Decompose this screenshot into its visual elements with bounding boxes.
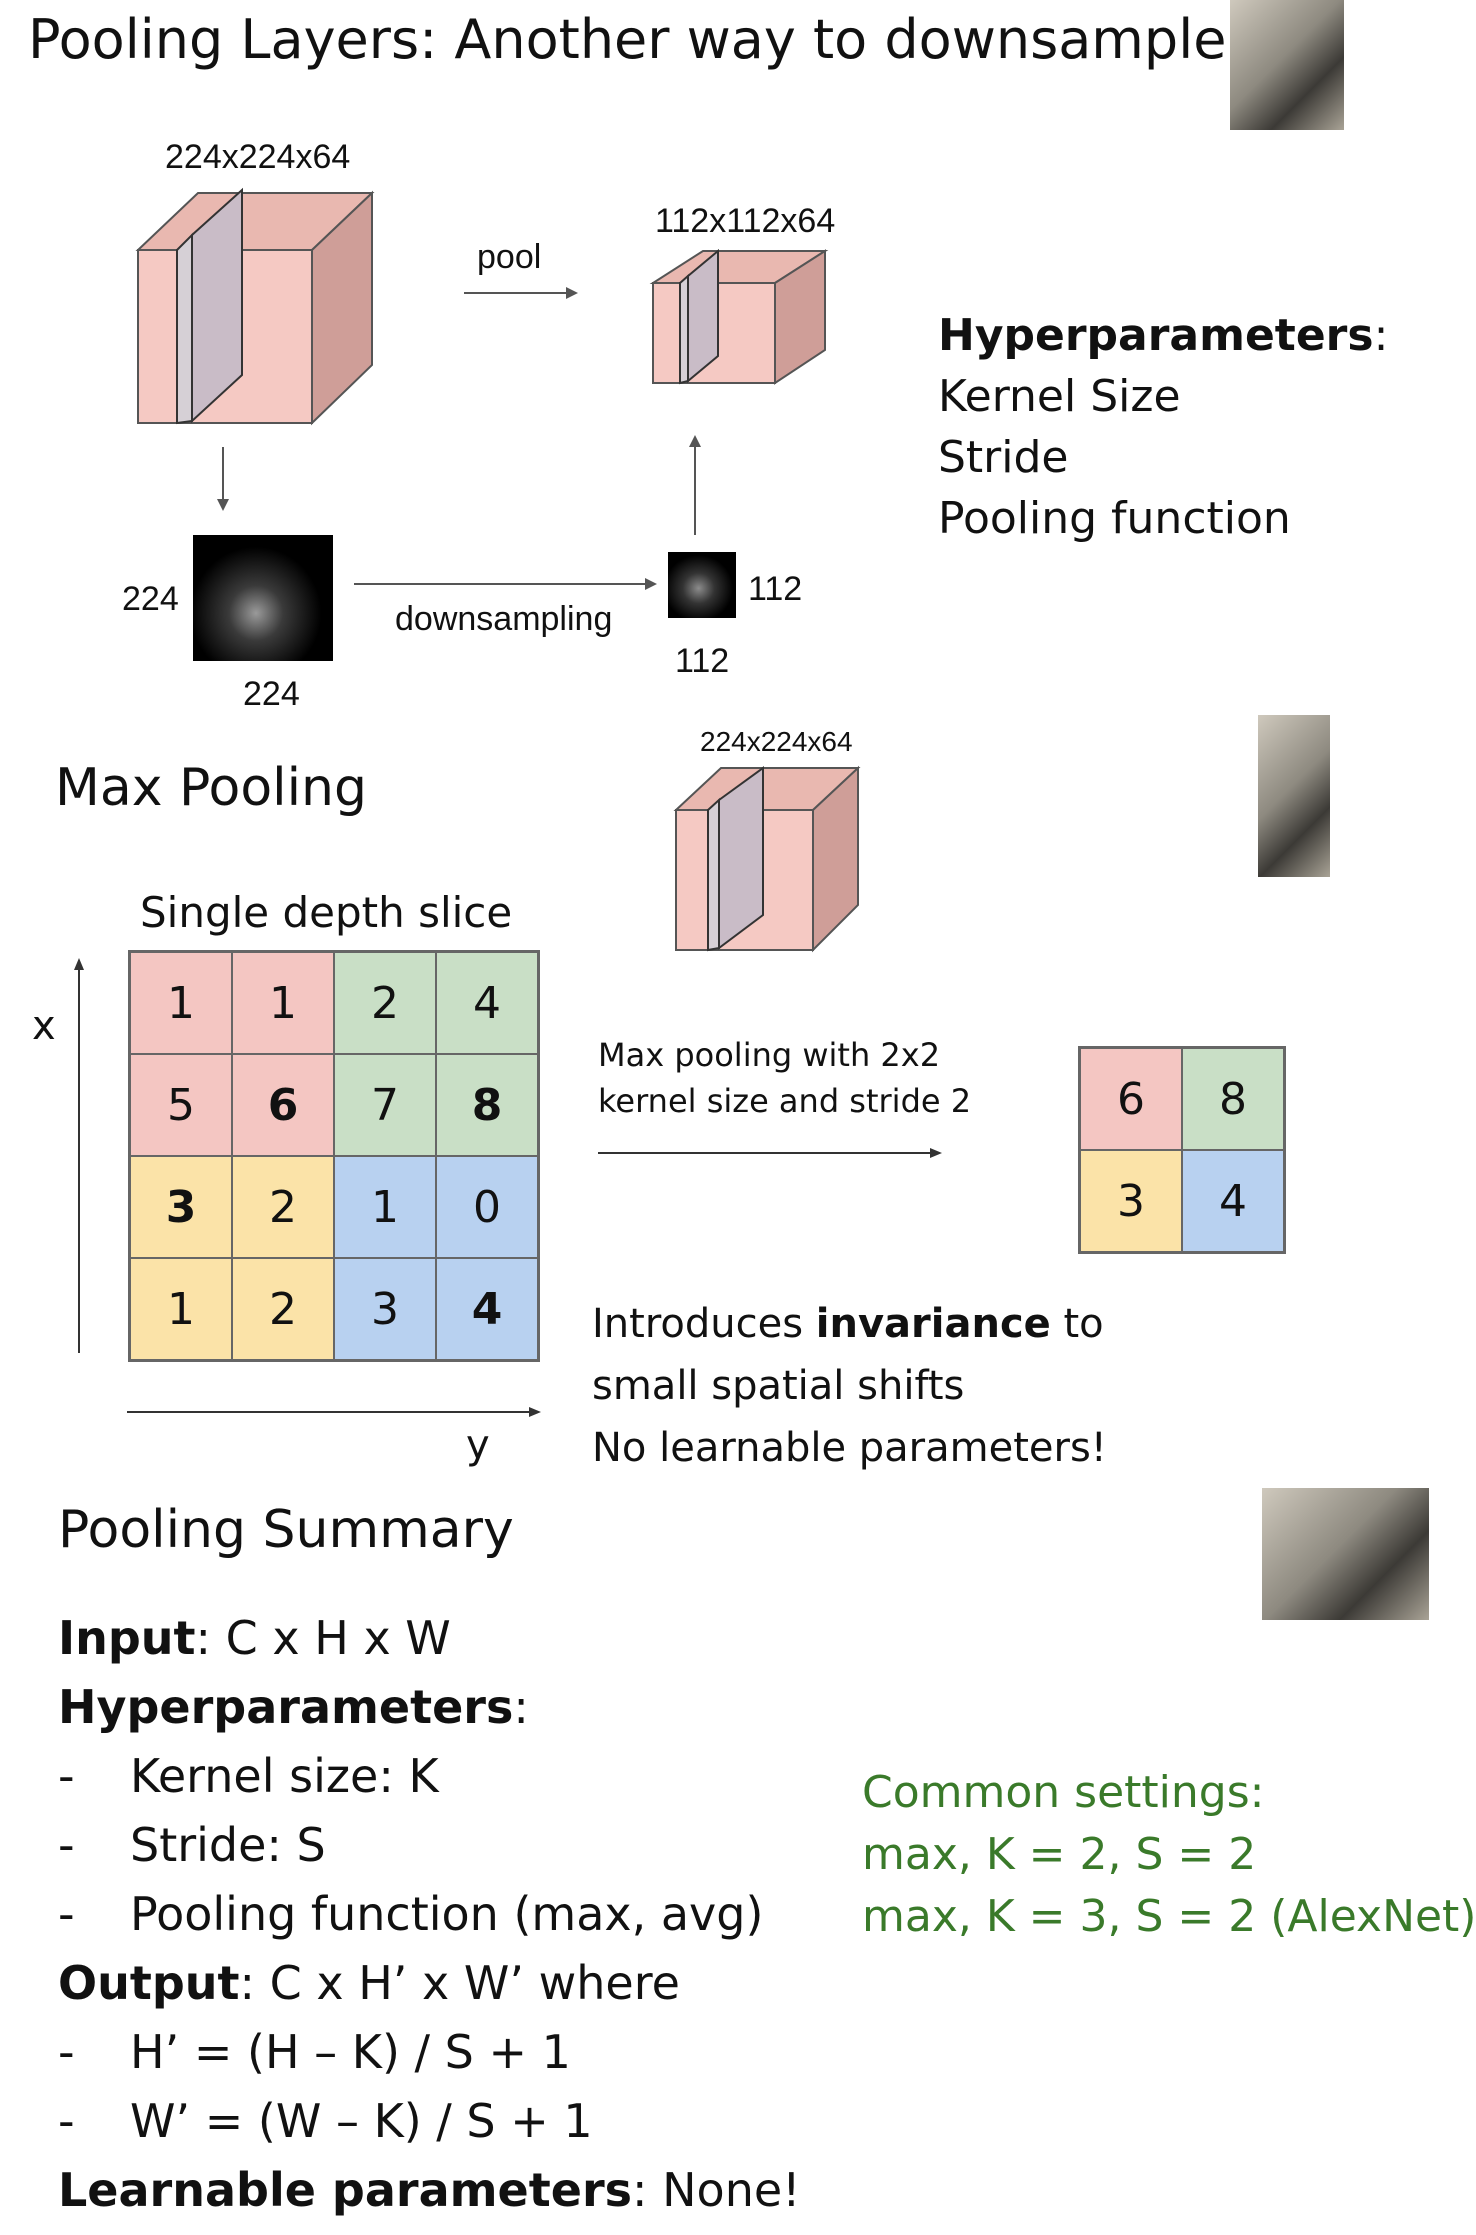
grid-cell: 4 — [436, 952, 538, 1054]
grid-cell: 2 — [334, 952, 436, 1054]
output-width-label: 112 — [675, 642, 730, 680]
input-volume-label: 224x224x64 — [165, 138, 351, 176]
common-setting-item: max, K = 2, S = 2 — [862, 1829, 1257, 1880]
output-height-label: 112 — [748, 570, 803, 608]
downsampling-arrow — [354, 578, 657, 590]
single-depth-slice-label: Single depth slice — [140, 888, 513, 937]
learnable-value: : None! — [632, 2163, 801, 2217]
output-formula: H’ = (H – K) / S + 1 — [130, 2025, 571, 2079]
hyperparameter-item: Pooling function — [938, 493, 1291, 544]
grid-cell-max: 3 — [130, 1156, 232, 1258]
input-feature-map-image — [193, 535, 333, 661]
output-feature-map-image — [668, 552, 736, 618]
y-axis-label: y — [466, 1422, 490, 1468]
hyperparameter-item: Kernel Size — [938, 371, 1181, 422]
input-value: : C x H x W — [195, 1611, 451, 1665]
slide1-title: Pooling Layers: Another way to downsampl… — [28, 8, 1227, 71]
speaker-video-thumbnail — [1262, 1488, 1429, 1620]
grid-cell: 2 — [232, 1258, 334, 1360]
x-axis-arrow — [74, 958, 84, 1353]
output-grid: 6 8 3 4 — [1078, 1046, 1286, 1254]
y-axis-arrow — [127, 1407, 541, 1417]
slice-cube-label: 224x224x64 — [700, 726, 853, 757]
pool-label: pool — [477, 238, 542, 276]
operation-line: Max pooling with 2x2 — [598, 1036, 941, 1074]
hyperparameters-heading: Hyperparameters — [58, 1680, 514, 1734]
learnable-heading: Learnable parameters — [58, 2163, 633, 2217]
output-volume-cube — [649, 248, 829, 385]
common-settings: Common settings: max, K = 2, S = 2 max, … — [862, 1762, 1476, 1948]
operation-arrow — [598, 1148, 942, 1158]
note-line: No learnable parameters! — [592, 1425, 1107, 1471]
grid-cell: 8 — [1182, 1048, 1284, 1150]
downsampling-label: downsampling — [395, 600, 613, 638]
common-setting-item: max, K = 3, S = 2 (AlexNet) — [862, 1891, 1476, 1942]
grid-cell: 1 — [130, 1258, 232, 1360]
grid-cell: 1 — [130, 952, 232, 1054]
grid-cell-max: 8 — [436, 1054, 538, 1156]
up-arrow — [689, 435, 701, 535]
x-axis-label: x — [32, 1003, 56, 1049]
operation-line: kernel size and stride 2 — [598, 1082, 972, 1120]
speaker-video-thumbnail — [1258, 715, 1330, 877]
grid-cell: 5 — [130, 1054, 232, 1156]
slice-cube — [673, 765, 861, 953]
grid-cell: 6 — [1080, 1048, 1182, 1150]
grid-cell: 3 — [334, 1258, 436, 1360]
slide2-title: Max Pooling — [55, 758, 368, 818]
output-volume-label: 112x112x64 — [655, 202, 836, 240]
output-value: : C x H’ x W’ where — [239, 1956, 680, 2010]
note-invariance: invariance — [815, 1301, 1051, 1347]
output-heading: Output — [58, 1956, 240, 2010]
speaker-video-thumbnail — [1230, 0, 1344, 130]
grid-cell: 3 — [1080, 1150, 1182, 1252]
input-volume-cube — [135, 187, 375, 426]
summary-hyper-item: Kernel size: K — [130, 1749, 439, 1803]
pooling-summary: Input: C x H x W Hyperparameters: -Kerne… — [58, 1611, 801, 2217]
input-height-label: 224 — [122, 580, 179, 618]
output-formula: W’ = (W – K) / S + 1 — [130, 2094, 593, 2148]
note-suffix: to — [1050, 1301, 1104, 1347]
grid-cell: 7 — [334, 1054, 436, 1156]
pooling-notes: Introduces invariance to small spatial s… — [592, 1293, 1107, 1479]
grid-cell: 1 — [232, 952, 334, 1054]
grid-cell-max: 4 — [436, 1258, 538, 1360]
slide3-title: Pooling Summary — [58, 1500, 514, 1560]
grid-cell: 1 — [334, 1156, 436, 1258]
summary-hyper-item: Pooling function (max, avg) — [130, 1887, 764, 1941]
grid-cell: 4 — [1182, 1150, 1284, 1252]
operation-description: Max pooling with 2x2 kernel size and str… — [598, 1032, 971, 1124]
hyperparameter-item: Stride — [938, 432, 1069, 483]
down-arrow — [217, 447, 229, 511]
note-prefix: Introduces — [592, 1301, 816, 1347]
hyperparameters-block: Hyperparameters: Kernel Size Stride Pool… — [938, 305, 1388, 549]
note-line: small spatial shifts — [592, 1363, 965, 1409]
input-heading: Input — [58, 1611, 196, 1665]
pool-arrow — [464, 287, 578, 299]
common-settings-title: Common settings: — [862, 1767, 1265, 1818]
input-grid: 1 1 2 4 5 6 7 8 3 2 1 0 1 2 3 4 — [128, 950, 540, 1362]
grid-cell: 0 — [436, 1156, 538, 1258]
summary-hyper-item: Stride: S — [130, 1818, 326, 1872]
grid-cell: 2 — [232, 1156, 334, 1258]
input-width-label: 224 — [243, 675, 300, 713]
hyperparameters-heading: Hyperparameters — [938, 310, 1374, 361]
grid-cell-max: 6 — [232, 1054, 334, 1156]
hyper-colon: : — [513, 1680, 529, 1734]
